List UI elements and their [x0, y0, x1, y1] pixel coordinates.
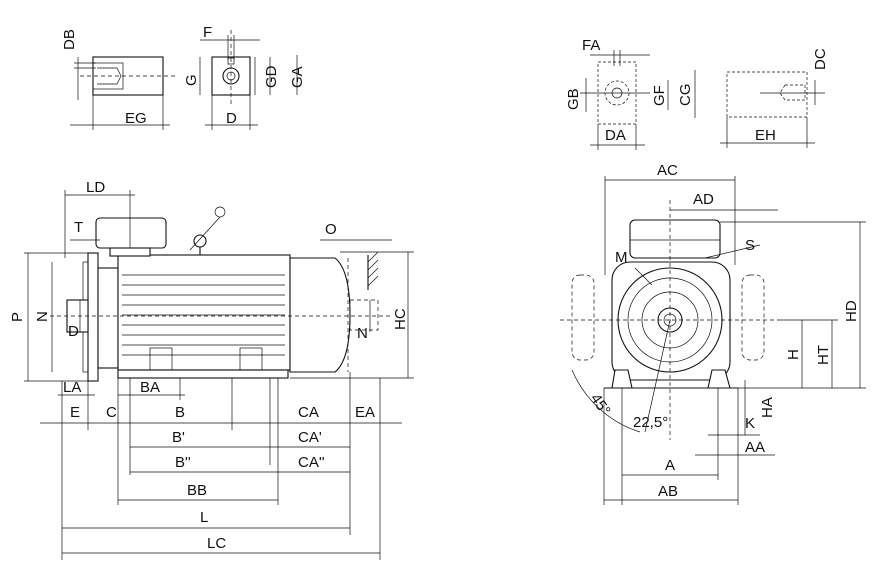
label-GA: GA — [289, 66, 306, 88]
label-LC: LC — [207, 535, 226, 552]
label-D-left: D — [68, 323, 79, 340]
label-LA: LA — [63, 379, 81, 396]
label-LD: LD — [86, 179, 105, 196]
label-HC: HC — [392, 308, 409, 330]
label-angle-45: 45° — [587, 391, 614, 419]
label-G: G — [183, 74, 200, 86]
label-M: M — [615, 249, 628, 266]
label-AB: AB — [658, 483, 678, 500]
label-DA: DA — [605, 127, 626, 144]
label-EA: EA — [355, 404, 375, 421]
label-H: H — [785, 349, 802, 360]
label-BA: BA — [140, 379, 160, 396]
label-K: K — [745, 415, 755, 432]
label-E: E — [70, 404, 80, 421]
label-B-prime: B' — [172, 429, 185, 446]
label-HD: HD — [843, 300, 860, 322]
label-CA: CA — [298, 404, 319, 421]
label-DC: DC — [812, 48, 829, 70]
second-shaft-side-view: DC EH — [720, 48, 829, 148]
label-angle-22-5: 22,5° — [633, 414, 668, 431]
label-AA: AA — [745, 439, 765, 456]
label-HA: HA — [759, 397, 776, 418]
label-D-shaft: D — [226, 110, 237, 127]
label-AC: AC — [657, 162, 678, 179]
label-GD: GD — [263, 65, 280, 88]
label-B: B — [175, 404, 185, 421]
motor-side-view — [50, 206, 390, 382]
label-FA: FA — [582, 37, 600, 54]
label-T: T — [74, 219, 83, 236]
label-CA-double-prime: CA'' — [298, 454, 325, 471]
label-EH: EH — [755, 127, 776, 144]
label-N-right: N — [357, 325, 368, 342]
label-CA-prime: CA' — [298, 429, 322, 446]
label-DB: DB — [61, 29, 78, 50]
label-P: P — [9, 312, 26, 322]
label-O: O — [325, 221, 337, 238]
label-B-double-prime: B'' — [175, 454, 191, 471]
shaft-end-front-view: F G GD GA D — [183, 24, 306, 130]
label-GF: GF — [651, 85, 668, 106]
label-C: C — [106, 404, 117, 421]
label-HT: HT — [815, 345, 832, 365]
label-A: A — [665, 457, 675, 474]
side-view-dimensions: LD T O P N D N HC — [9, 179, 414, 560]
label-F: F — [203, 24, 212, 41]
label-N-left: N — [34, 311, 51, 322]
label-GB: GB — [565, 88, 582, 110]
shaft-end-side-view: DB EG — [61, 29, 175, 130]
second-shaft-front-view: FA GB GF CG DA — [565, 37, 696, 150]
label-AD: AD — [693, 191, 714, 208]
label-EG: EG — [125, 110, 147, 127]
label-L: L — [200, 509, 208, 526]
label-CG: CG — [677, 84, 694, 107]
label-BB: BB — [187, 482, 207, 499]
label-S: S — [745, 237, 755, 254]
